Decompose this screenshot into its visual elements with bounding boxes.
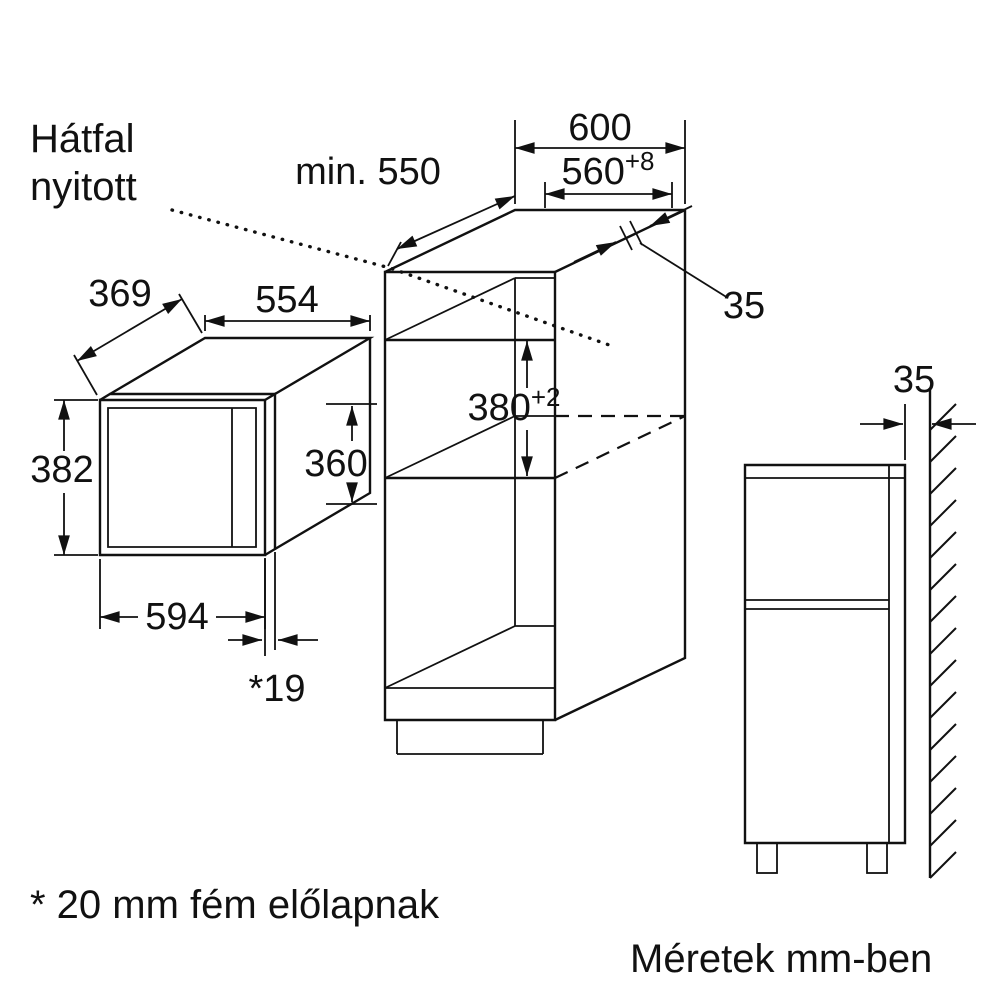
- label-oven-body-width: 554: [255, 279, 318, 321]
- oven-drawing: [98, 336, 375, 557]
- cabinet-drawing: [383, 208, 687, 755]
- note-back-wall-open-line1: Hátfal: [30, 117, 135, 161]
- side-cabinet-leg-left: [756, 842, 778, 874]
- note-footnote: * 20 mm fém előlapnak: [30, 883, 440, 927]
- niche-height-tolerance: +2: [531, 382, 561, 412]
- oven-door-inner-frame: [107, 407, 257, 548]
- dim-wall-clearance: 35: [860, 359, 976, 460]
- label-oven-height: 382: [30, 449, 93, 491]
- dim-cabinet-min-depth: min. 550: [295, 151, 516, 267]
- dim-oven-body-width: 554: [204, 279, 371, 331]
- wall-hatching: [929, 403, 957, 879]
- oven-door-front: [98, 398, 267, 557]
- label-niche-width: 560+8: [561, 146, 654, 193]
- dim-oven-height: 382: [30, 399, 98, 556]
- cabinet-right-face: [554, 210, 687, 722]
- label-front-projection: *19: [248, 668, 305, 710]
- label-cabinet-min-depth: min. 550: [295, 151, 441, 193]
- open-back-dotted-line: [170, 208, 614, 348]
- dim-niche-width: 560+8: [544, 146, 673, 208]
- label-oven-front-width: 594: [145, 596, 208, 638]
- niche-width-value: 560: [561, 151, 624, 193]
- side-view-drawing: [743, 388, 957, 879]
- shelf-hidden-edges: [554, 414, 686, 479]
- note-back-wall-open-line2: nyitott: [30, 165, 137, 209]
- oven-right-face: [274, 338, 372, 551]
- cabinet-interior-edges: [384, 277, 555, 689]
- dim-oven-depth: 369: [73, 273, 203, 396]
- note-units: Méretek mm-ben: [630, 937, 932, 981]
- dim-oven-front-width: 594: [99, 559, 266, 638]
- niche-width-tolerance: +8: [625, 146, 655, 176]
- dim-front-projection: *19: [228, 552, 318, 710]
- label-oven-depth: 369: [88, 273, 151, 315]
- oven-door-side: [264, 391, 277, 557]
- oven-top-face: [109, 336, 375, 396]
- dim-niche-height: 380+2: [467, 341, 561, 476]
- label-wall-clearance: 35: [893, 359, 935, 401]
- label-niche-height: 380+2: [467, 382, 560, 429]
- dim-top-back-gap: 35: [573, 205, 765, 327]
- cabinet-plinth: [396, 720, 544, 755]
- niche-height-value: 380: [467, 387, 530, 429]
- label-cabinet-outer-width: 600: [568, 107, 631, 149]
- side-cabinet-shelf: [745, 599, 889, 610]
- side-cabinet-leg-right: [866, 842, 888, 874]
- dim-oven-front-height: 360: [304, 403, 377, 505]
- label-oven-front-height: 360: [304, 443, 367, 485]
- side-cabinet-outline: [743, 463, 907, 845]
- label-top-back-gap: 35: [723, 285, 765, 327]
- dim-cabinet-outer-width: 600: [514, 107, 686, 204]
